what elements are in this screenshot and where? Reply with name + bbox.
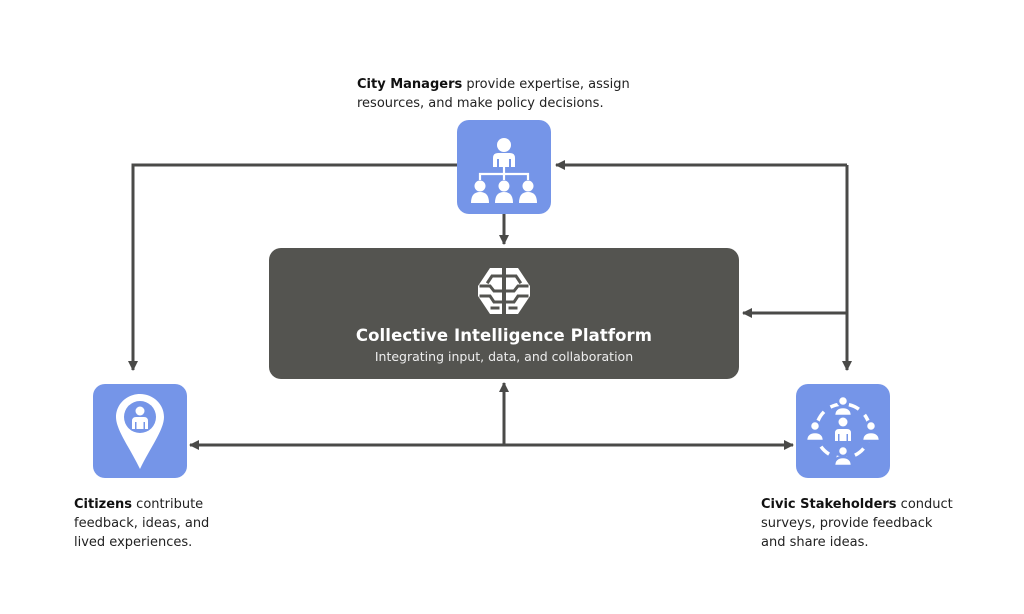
city-managers-description: provide expertise, assign resources, and… (357, 77, 630, 111)
citizens-caption: Citizens contribute feedback, ideas, and… (74, 495, 224, 552)
civic-stakeholders-description: conduct surveys, provide feedback and sh… (761, 497, 953, 550)
platform-subtitle: Integrating input, data, and collaborati… (374, 349, 634, 364)
platform-title: Collective Intelligence Platform (355, 326, 653, 345)
citizens-name: Citizens (74, 497, 133, 512)
brain-icon (476, 266, 532, 316)
collective-intelligence-platform[interactable]: Collective Intelligence Platform Integra… (269, 248, 739, 379)
community-circle-icon (806, 394, 880, 468)
org-hierarchy-icon (471, 130, 537, 204)
arrow-managers-to-citizens (128, 163, 457, 371)
city-managers-name: City Managers (357, 77, 463, 92)
civic-stakeholders-caption: Civic Stakeholders conduct surveys, prov… (761, 495, 961, 552)
location-person-pin-icon (116, 394, 164, 470)
civic-stakeholders-name: Civic Stakeholders (761, 497, 897, 512)
civic-stakeholders-node[interactable] (796, 384, 890, 478)
city-managers-caption: City Managers provide expertise, assign … (357, 75, 657, 113)
citizens-description: contribute feedback, ideas, and lived ex… (74, 497, 210, 550)
city-managers-node[interactable] (457, 120, 551, 214)
citizens-node[interactable] (93, 384, 187, 478)
